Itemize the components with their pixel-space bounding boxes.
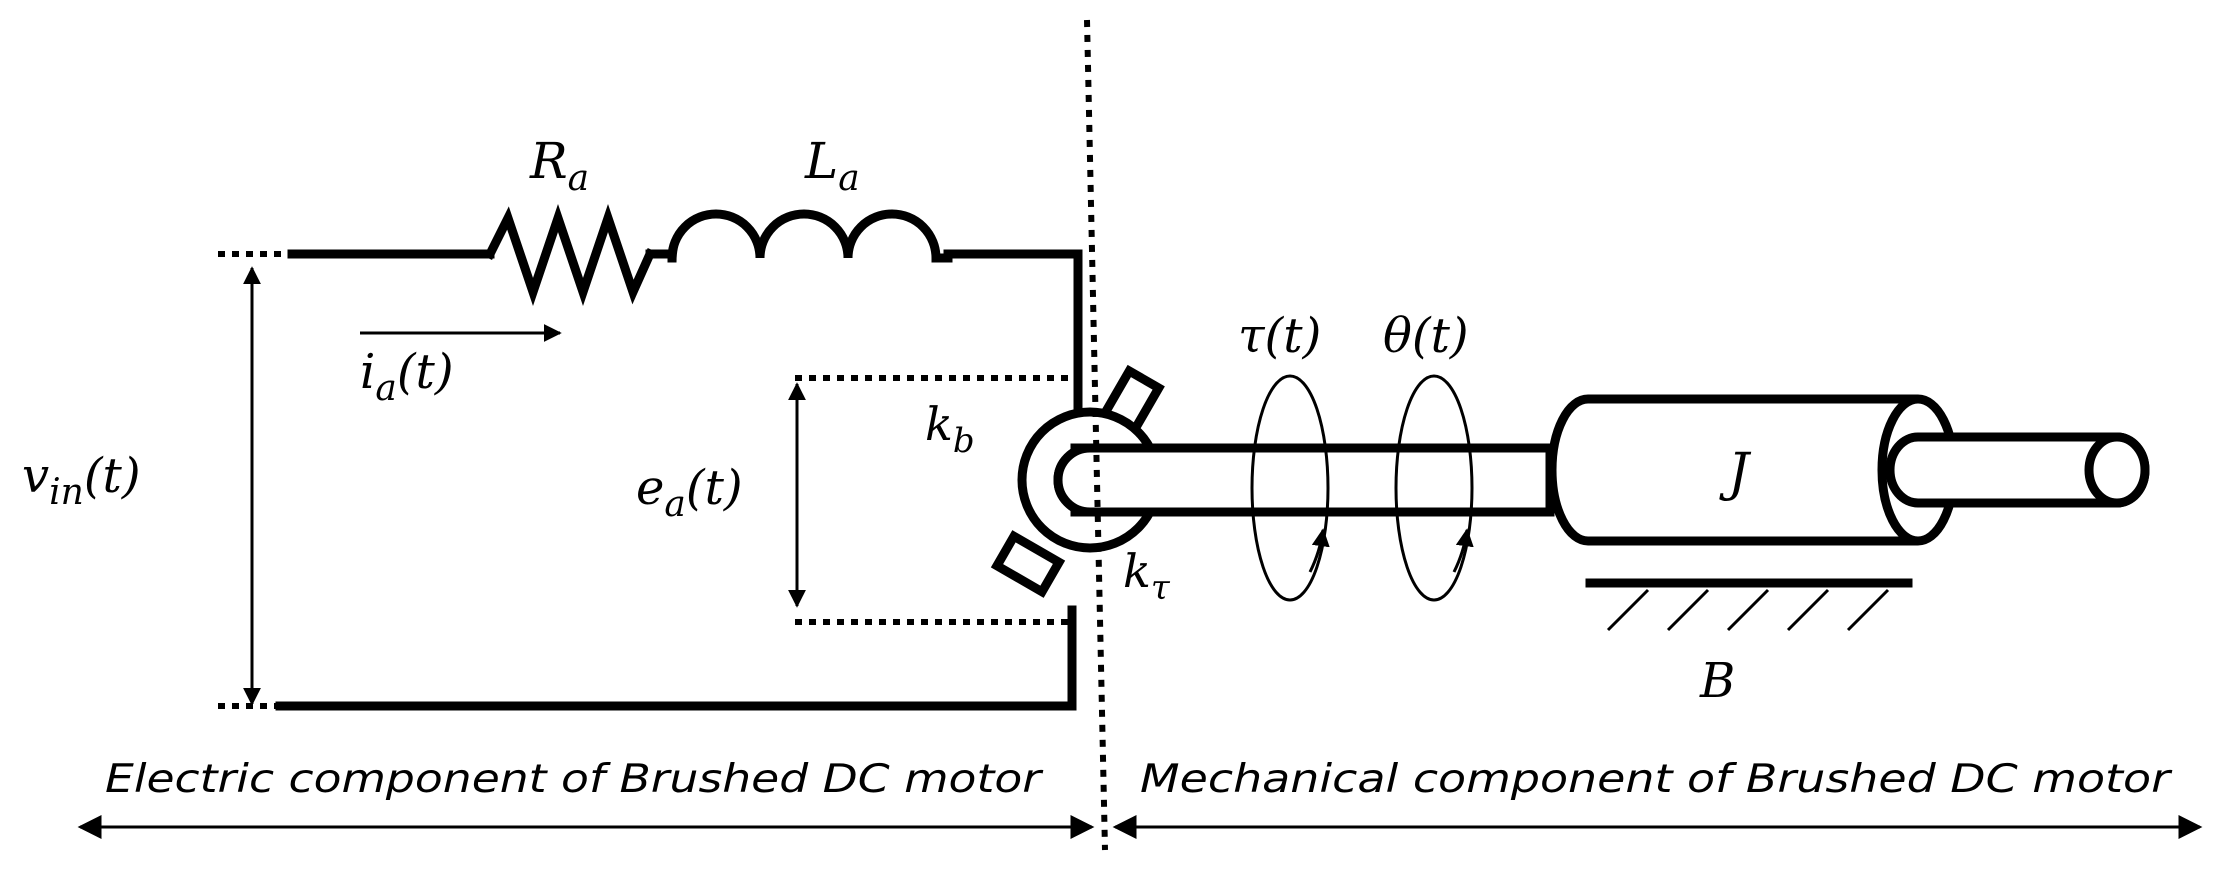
output-shaft-end — [2084, 432, 2150, 508]
mechanical-caption: Mechanical component of Brushed DC motor — [1140, 757, 2173, 802]
electric-caption: Electric component of Brushed DC motor — [105, 757, 1044, 802]
mechanical-system — [1053, 374, 2150, 632]
torque-rotation-indicator — [1250, 374, 1330, 602]
torque-constant-label: kτ — [1123, 544, 1171, 608]
angle-label: θ(t) — [1383, 308, 1469, 364]
angle-rotation-arrow — [1452, 528, 1474, 573]
section-divider — [1084, 19, 1108, 851]
shaft-end-left — [1053, 443, 1091, 517]
inductor-label: La — [804, 132, 860, 199]
damping-hatch — [1606, 588, 1890, 632]
angle-rotation-indicator — [1394, 374, 1474, 602]
current-label: ia(t) — [360, 344, 454, 409]
torque-rotation-arrow — [1308, 528, 1330, 573]
top-wire-right — [943, 249, 1083, 460]
damping-label: B — [1699, 653, 1735, 709]
torque-label: τ(t) — [1238, 308, 1321, 364]
resistor — [483, 203, 656, 307]
bottom-wire — [275, 605, 1077, 711]
shaft — [1070, 443, 1555, 517]
lower-brush — [990, 530, 1066, 598]
input-voltage-label: vin(t) — [22, 448, 141, 513]
resistor-label: Ra — [529, 132, 589, 199]
electric-circuit — [218, 203, 1083, 711]
back-emf-label: ea(t) — [636, 460, 743, 525]
back-emf-constant-label: kb — [925, 397, 975, 461]
inductor — [667, 209, 953, 263]
